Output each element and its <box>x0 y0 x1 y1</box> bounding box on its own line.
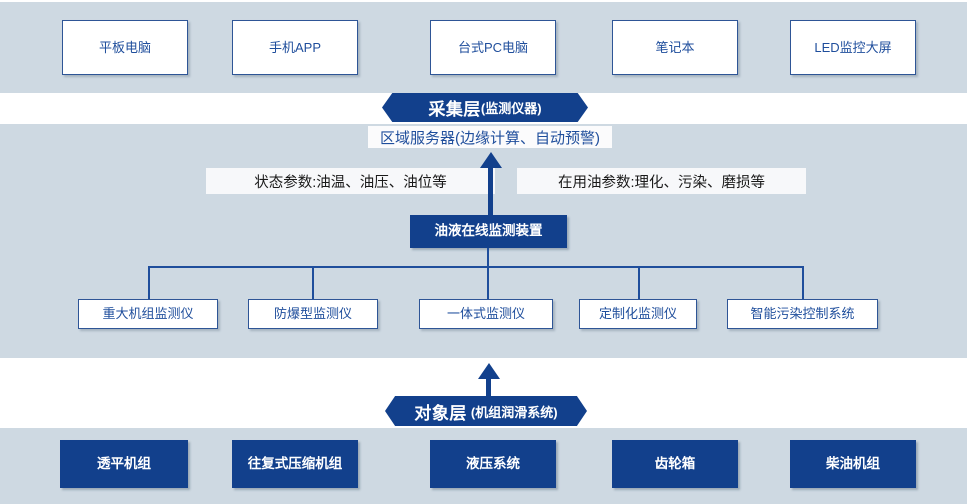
object-node-label: 齿轮箱 <box>654 455 696 471</box>
region-server-label: 区域服务器(边缘计算、自动预警) <box>368 126 612 148</box>
device-node-label: 定制化监测仪 <box>598 306 677 322</box>
central-monitoring-device[interactable]: 油液在线监测装置 <box>410 215 567 248</box>
object-node-turbine-unit[interactable]: 透平机组 <box>60 440 188 488</box>
app-node-label: 平板电脑 <box>98 39 151 55</box>
app-node-label: 笔记本 <box>655 39 695 55</box>
central-monitoring-device-label: 油液在线监测装置 <box>434 223 543 239</box>
in-use-oil-parameters-label: 在用油参数:理化、污染、磨损等 <box>517 168 806 194</box>
app-node-laptop[interactable]: 笔记本 <box>612 20 738 75</box>
in-use-oil-parameters-text: 在用油参数:理化、污染、磨损等 <box>557 174 766 191</box>
object-node-label: 透平机组 <box>97 455 151 471</box>
tree-drop-3 <box>487 266 489 299</box>
upward-arrow-shaft-collection <box>488 167 493 217</box>
object-banner-sub: (机组润滑系统) <box>470 404 558 420</box>
collection-banner-sub: (监测仪器) <box>480 101 542 116</box>
device-node-label: 防爆型监测仪 <box>273 306 352 322</box>
status-parameters-text: 状态参数:油温、油压、油位等 <box>254 174 447 191</box>
upward-arrow-head-collection <box>479 152 502 168</box>
tree-stem-vertical <box>487 248 489 266</box>
device-node-smart-contamination-control[interactable]: 智能污染控制系统 <box>727 299 878 329</box>
object-node-label: 柴油机组 <box>826 455 880 471</box>
object-layer-banner: 对象层(机组润滑系统) <box>385 396 587 426</box>
object-node-label: 往复式压缩机组 <box>247 455 343 471</box>
app-node-desktop-pc[interactable]: 台式PC电脑 <box>430 20 556 75</box>
upward-arrow-head-object <box>477 363 500 379</box>
device-node-customized-monitor[interactable]: 定制化监测仪 <box>579 299 697 329</box>
device-node-integrated-monitor[interactable]: 一体式监测仪 <box>419 299 553 329</box>
object-node-gearbox[interactable]: 齿轮箱 <box>612 440 738 488</box>
object-banner-main: 对象层 <box>414 403 467 423</box>
region-server-text: 区域服务器(边缘计算、自动预警) <box>380 129 600 147</box>
app-node-label: 手机APP <box>268 39 321 55</box>
device-node-label: 一体式监测仪 <box>446 306 525 322</box>
tree-drop-1 <box>148 266 150 299</box>
tree-drop-2 <box>312 266 314 299</box>
collection-layer-banner: 采集层(监测仪器) <box>382 93 588 122</box>
object-node-reciprocating-compressor[interactable]: 往复式压缩机组 <box>232 440 358 488</box>
tree-bus-horizontal <box>148 266 803 268</box>
app-node-label: LED监控大屏 <box>814 39 892 55</box>
object-node-hydraulic-system[interactable]: 液压系统 <box>430 440 556 488</box>
status-parameters-label: 状态参数:油温、油压、油位等 <box>206 168 495 194</box>
tree-drop-5 <box>802 266 804 299</box>
device-node-label: 智能污染控制系统 <box>750 306 855 322</box>
device-node-major-unit-monitor[interactable]: 重大机组监测仪 <box>78 299 218 329</box>
app-node-led-wall[interactable]: LED监控大屏 <box>790 20 916 75</box>
object-node-diesel-unit[interactable]: 柴油机组 <box>790 440 916 488</box>
app-node-mobile-app[interactable]: 手机APP <box>232 20 358 75</box>
collection-banner-main: 采集层 <box>428 100 481 119</box>
app-node-tablet[interactable]: 平板电脑 <box>62 20 188 75</box>
app-node-label: 台式PC电脑 <box>457 39 529 55</box>
device-node-label: 重大机组监测仪 <box>102 306 194 322</box>
device-node-explosion-proof-monitor[interactable]: 防爆型监测仪 <box>248 299 378 329</box>
object-node-label: 液压系统 <box>466 455 520 471</box>
upward-arrow-shaft-object <box>486 378 491 400</box>
tree-drop-4 <box>638 266 640 299</box>
